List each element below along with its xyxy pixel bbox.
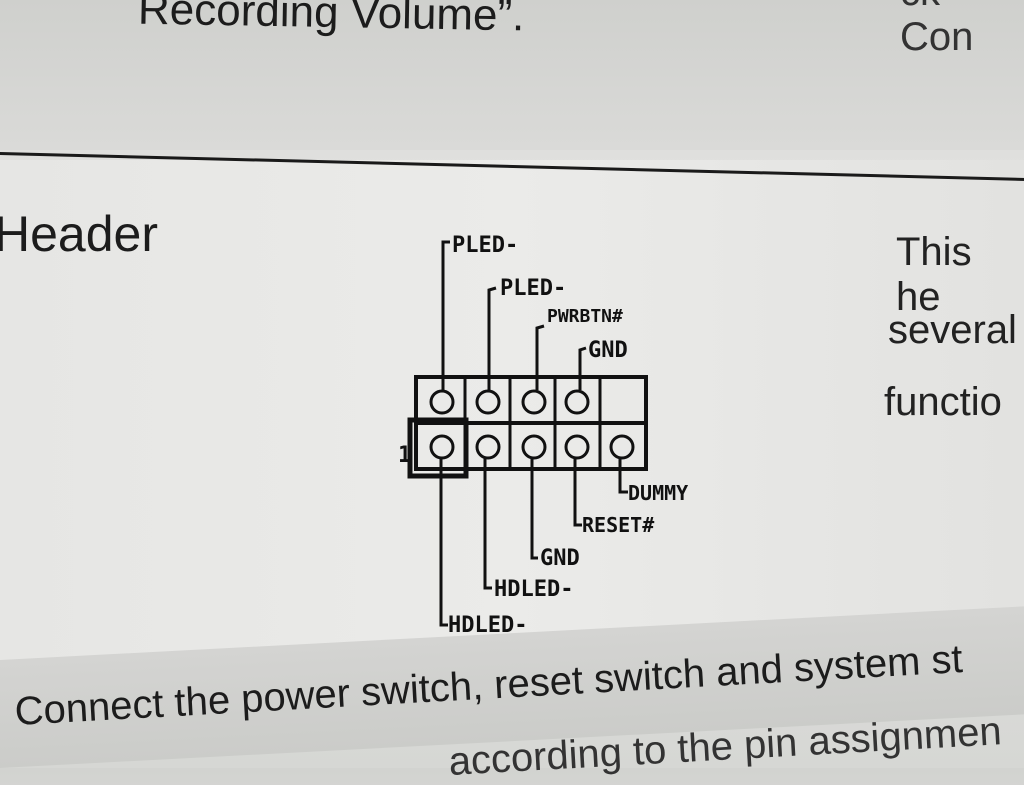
pin-label: HDLED-	[494, 577, 573, 602]
pin-label: RESET#	[582, 513, 654, 537]
top-band	[0, 0, 1024, 150]
section-background	[0, 160, 1024, 670]
pin-label: DUMMY	[628, 481, 688, 505]
description-line: several	[888, 308, 1017, 352]
pin1-marker: 1	[398, 443, 411, 468]
pin-label: GND	[588, 338, 628, 363]
description-line: This he	[896, 230, 972, 319]
pin-label: GND	[540, 546, 580, 571]
previous-paragraph-partial: ck Con	[900, 0, 974, 59]
pin-label: PLED-	[452, 233, 518, 258]
column-dividers	[463, 377, 602, 469]
pins	[429, 389, 635, 460]
description-line: functio	[884, 380, 1002, 424]
pin-label: PLED-	[500, 276, 566, 301]
pin-header-diagram: 1 PLED- PLED- PWRBTN# GND HDLED- HDLED- …	[398, 233, 688, 638]
pin-label: PWRBTN#	[547, 306, 623, 327]
section-heading: Header	[0, 206, 158, 262]
leader-lines	[439, 240, 628, 627]
pin-label: HDLED-	[448, 613, 527, 638]
